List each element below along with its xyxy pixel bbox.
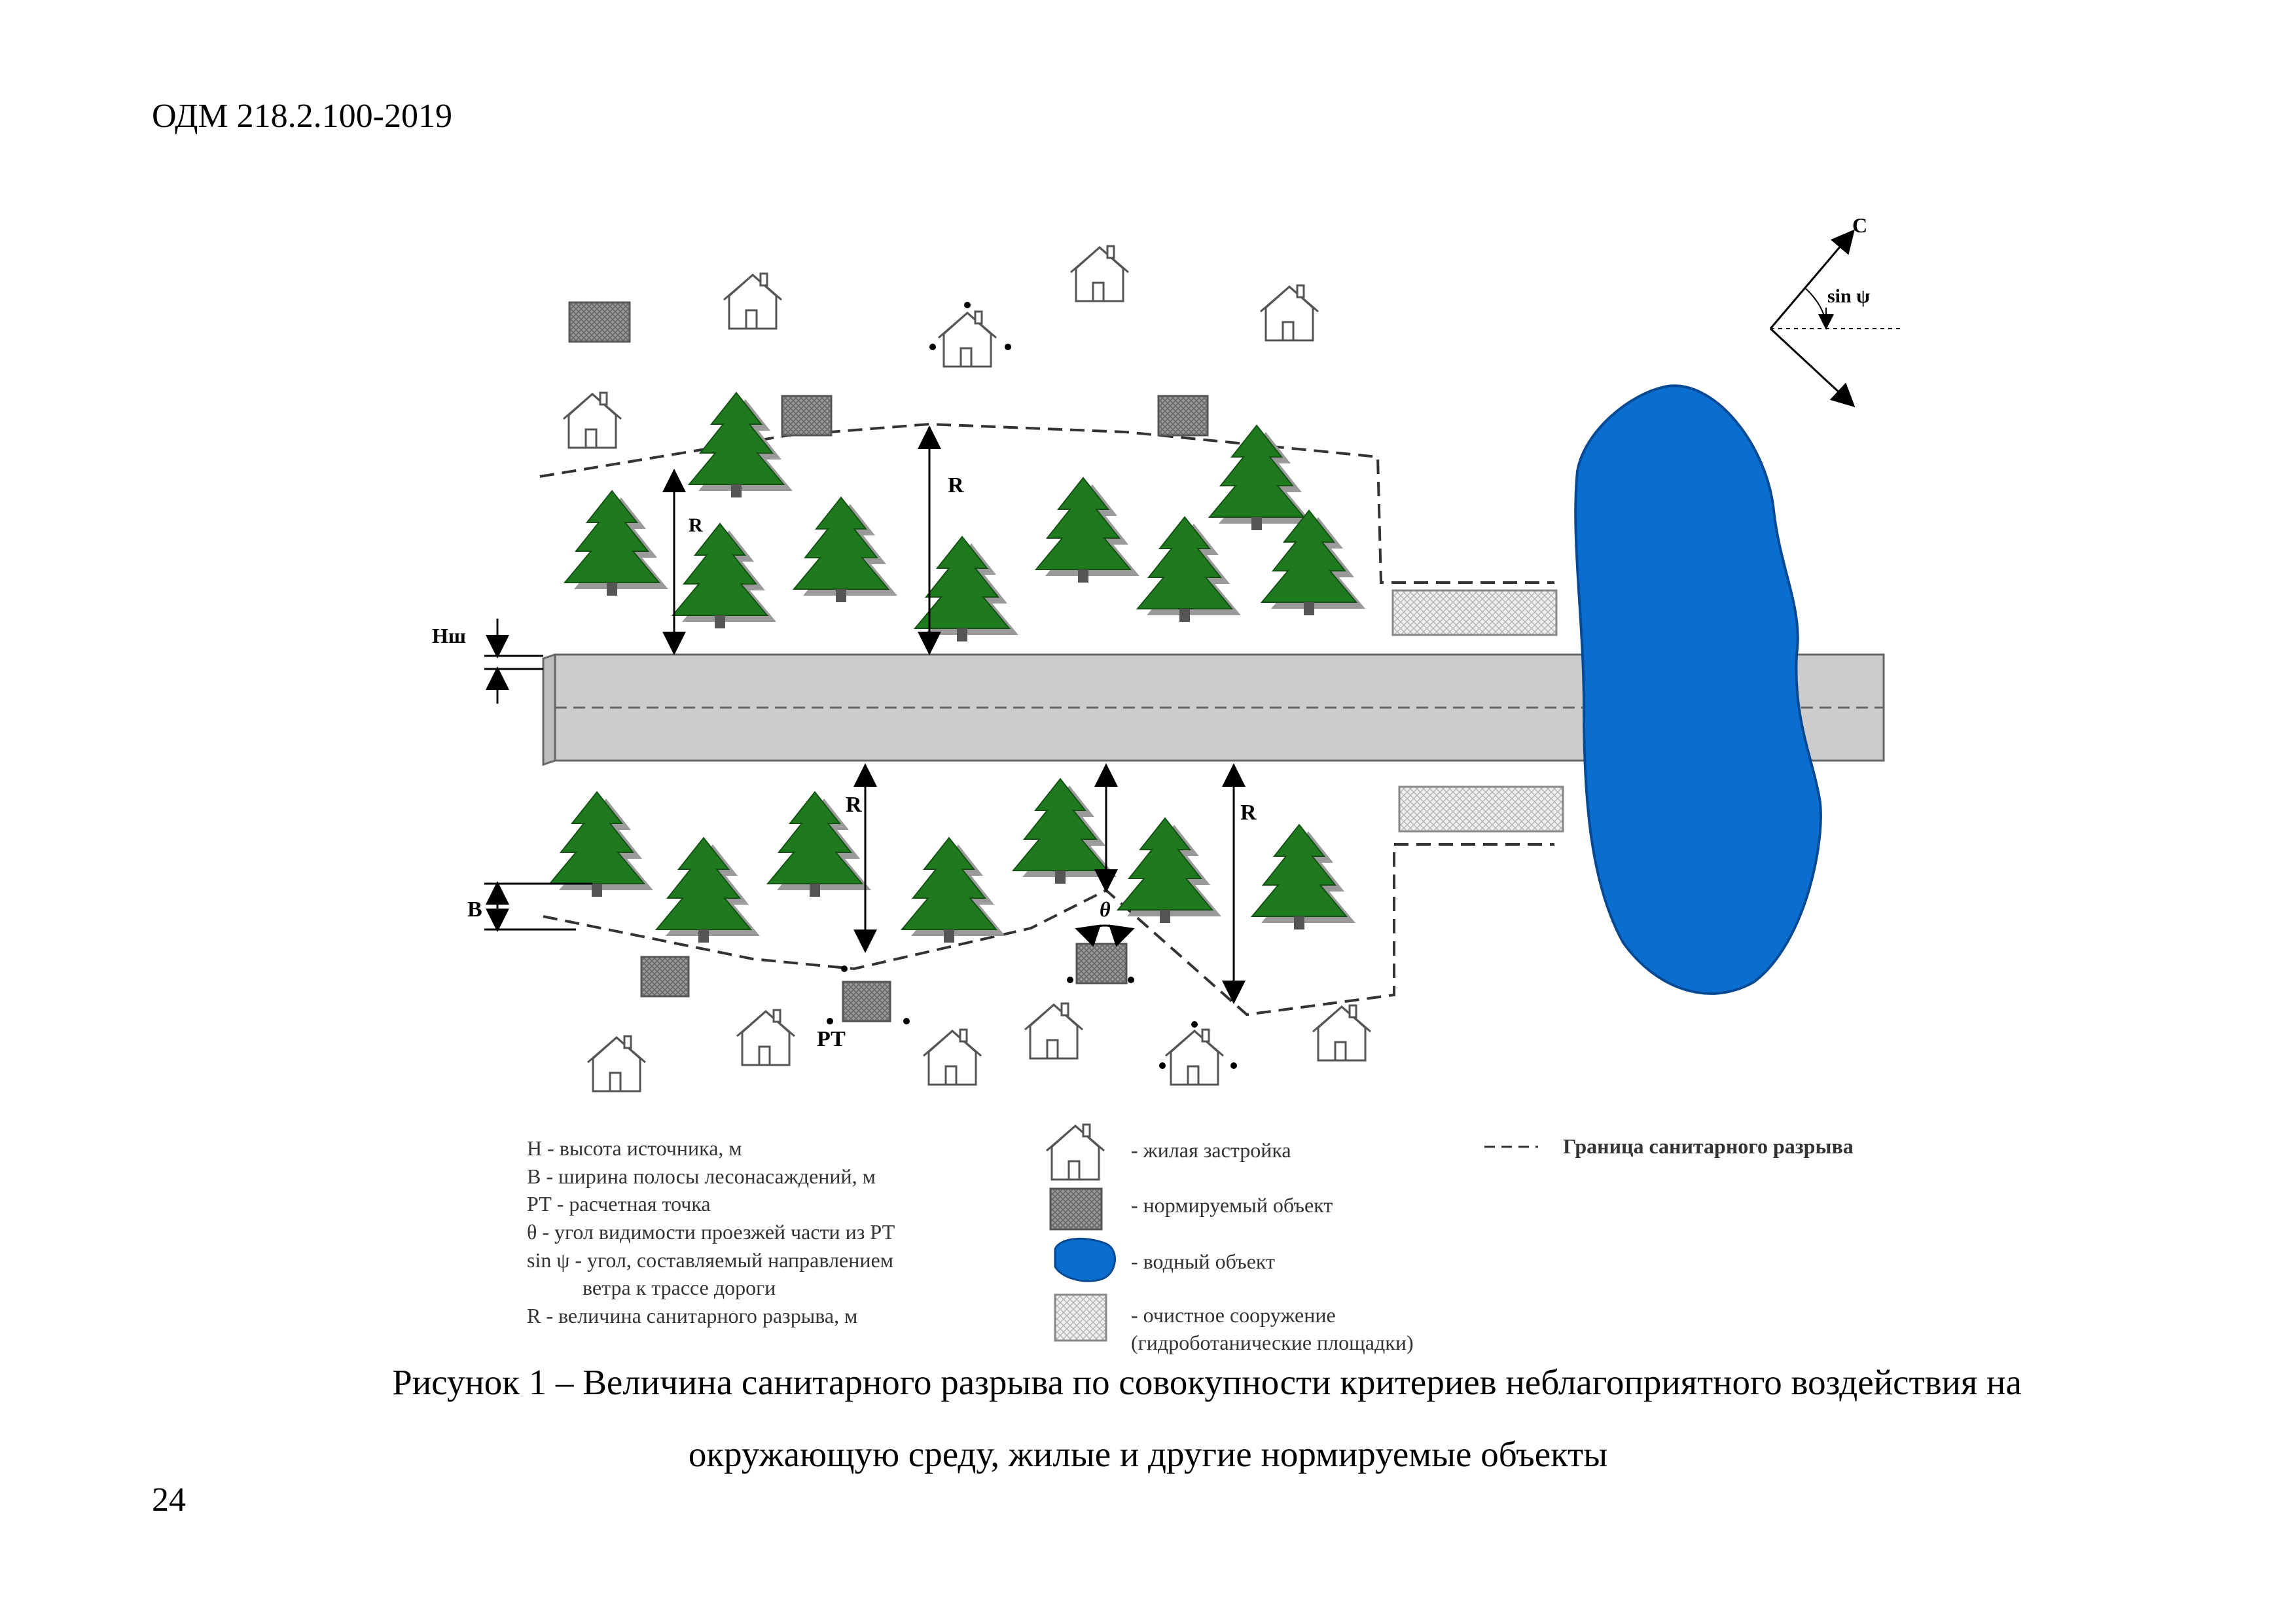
source-height-label: Нш — [432, 624, 466, 647]
r-label-2: R — [948, 473, 964, 497]
trees-top — [564, 392, 1366, 642]
svg-text:- жилая застройка: - жилая застройка — [1131, 1138, 1291, 1162]
svg-text:Граница санитарного разрыва: Граница санитарного разрыва — [1563, 1134, 1854, 1158]
wind-compass — [1769, 229, 1901, 408]
legend-symbols: - жилая застройка - нормируемый объект -… — [1045, 1123, 1414, 1354]
r-dimensions — [662, 425, 1246, 1004]
houses-bottom — [586, 1002, 1372, 1092]
calculation-point-label: РТ — [817, 1027, 846, 1051]
figure-caption-line-1: Рисунок 1 – Величина санитарного разрыва… — [392, 1362, 2022, 1402]
calculation-points — [827, 302, 1237, 1069]
svg-text:θ - угол видимости проезжей ча: θ - угол видимости проезжей части из РТ — [527, 1220, 895, 1244]
svg-text:R - величина санитарного разры: R - величина санитарного разрыва, м — [527, 1304, 857, 1327]
visibility-angle-label: θ — [1100, 897, 1111, 921]
visibility-angle — [1075, 924, 1135, 947]
figure-caption-line-2: окружающую среду, жилые и другие нормиру… — [688, 1434, 1608, 1474]
forest-width-label: В — [467, 897, 482, 922]
forest-width-dimension — [484, 881, 592, 932]
svg-text:ветра к трассе дороги: ветра к трассе дороги — [583, 1276, 776, 1299]
water-body — [1574, 384, 1822, 995]
svg-text:- очистное сооружение: - очистное сооружение — [1131, 1303, 1336, 1327]
svg-text:- нормируемый объект: - нормируемый объект — [1131, 1193, 1333, 1217]
page-number: 24 — [152, 1481, 186, 1519]
legend-definitions: H - высота источника, м В - ширина полос… — [527, 1136, 895, 1327]
svg-text:- водный объект: - водный объект — [1131, 1250, 1275, 1273]
svg-text:sin ψ - угол, составляемый на: sin ψ - угол, составляемый направлением — [527, 1248, 893, 1272]
source-height-dimension — [484, 619, 543, 704]
svg-text:(гидроботанические площадки): (гидроботанические площадки) — [1131, 1331, 1414, 1354]
svg-text:В - ширина полосы лесонасажден: В - ширина полосы лесонасаждений, м — [527, 1164, 876, 1188]
document-code: ОДМ 218.2.100-2019 — [152, 98, 452, 135]
wind-angle-label: sin ψ — [1827, 285, 1870, 307]
treatment-facility-top — [1391, 589, 1558, 636]
legend-boundary: Граница санитарного разрыва — [1484, 1134, 1854, 1158]
r-label-1: R — [689, 514, 703, 536]
normed-objects — [568, 301, 1209, 1022]
svg-text:H - высота источника, м: H - высота источника, м — [527, 1136, 742, 1160]
north-label: С — [1852, 213, 1867, 237]
treatment-facility-bottom — [1398, 785, 1564, 833]
r-label-4: R — [1240, 801, 1257, 825]
svg-text:РТ - расчетная точка: РТ - расчетная точка — [527, 1192, 711, 1216]
r-label-3: R — [846, 793, 862, 817]
